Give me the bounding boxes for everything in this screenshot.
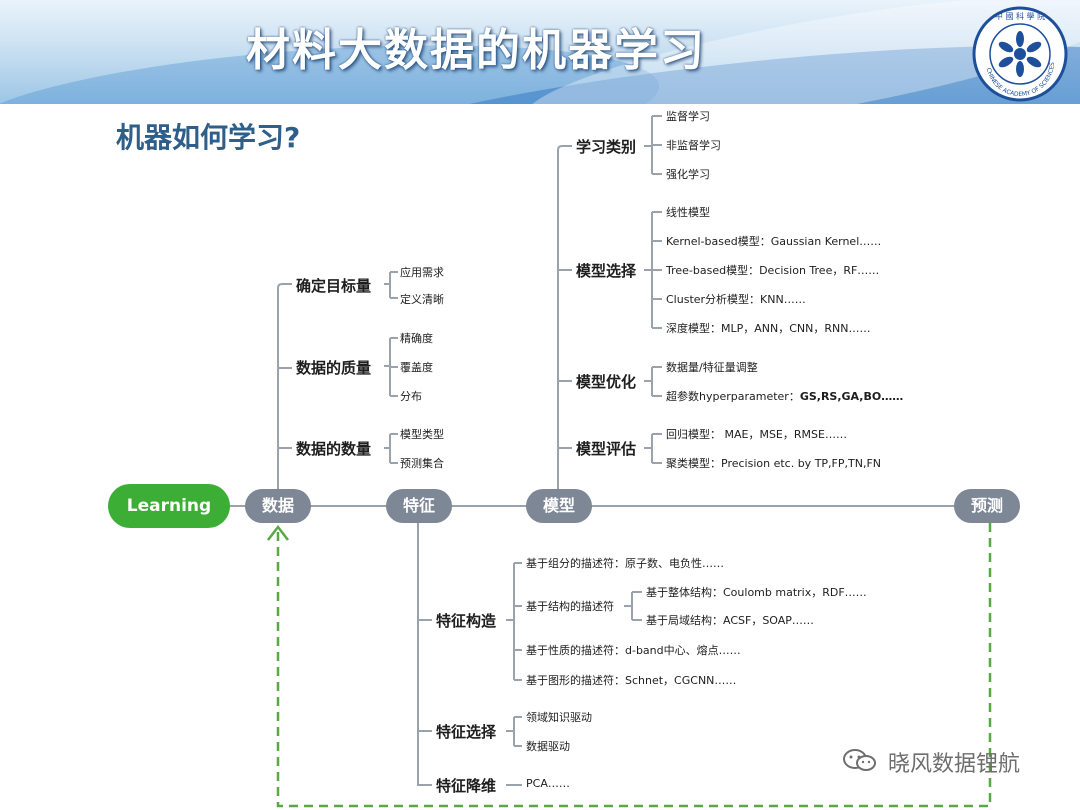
leaf-label: 非监督学习 xyxy=(666,139,721,152)
leaf-label: 强化学习 xyxy=(666,168,710,181)
branch-label: 模型评估 xyxy=(576,440,637,458)
data-trunk xyxy=(277,283,292,489)
leaf-label: 监督学习 xyxy=(666,110,710,123)
leaf-label: 定义清晰 xyxy=(400,293,444,306)
predict-node: 预测 xyxy=(954,489,1020,523)
leaf-label: 基于整体结构：Coulomb matrix，RDF…… xyxy=(646,586,867,599)
leaf-label: 基于组分的描述符：原子数、电负性…… xyxy=(526,557,724,570)
branch-label: 特征构造 xyxy=(436,612,497,630)
leaf-label: 超参数hyperparameter：GS,RS,GA,BO…… xyxy=(666,388,903,404)
leaf-label: 数据量/特征量调整 xyxy=(666,361,758,374)
model-node: 模型 xyxy=(526,489,592,523)
feedback-arrowhead xyxy=(267,524,289,541)
leaf-label: 数据驱动 xyxy=(526,740,570,753)
logo-text: 中 國 科 學 院 xyxy=(995,11,1045,21)
leaf-label: 应用需求 xyxy=(400,266,444,279)
leaf-label: 基于性质的描述符：d-band中心、熔点…… xyxy=(526,644,741,657)
feature-node: 特征 xyxy=(386,489,452,523)
branch-label: 模型选择 xyxy=(576,262,637,280)
branch-label: 模型优化 xyxy=(576,373,637,391)
watermark: 晓风数据锂航 xyxy=(846,746,1020,778)
leaf-label-prefix: 超参数hyperparameter： xyxy=(666,390,800,403)
branch-label: 学习类别 xyxy=(576,138,637,156)
section-subtitle: 机器如何学习? xyxy=(116,121,301,154)
leaf-label-bold: GS,RS,GA,BO…… xyxy=(799,390,904,403)
wechat-icon xyxy=(843,749,876,771)
learning-node: Learning xyxy=(108,484,230,528)
leaf-label: 回归模型： MAE，MSE，RMSE…… xyxy=(666,428,847,441)
leaf-label: 精确度 xyxy=(400,332,433,345)
leaf-label: Tree-based模型：Decision Tree，RF…… xyxy=(666,264,880,277)
cas-logo: 中 國 科 學 院 CHINESE ACADEMY OF SCIENCES xyxy=(972,6,1068,102)
leaf-label: 预测集合 xyxy=(400,457,444,470)
leaf-label: 模型类型 xyxy=(400,428,444,441)
leaf-label: Cluster分析模型：KNN…… xyxy=(666,293,806,306)
leaf-label: 聚类模型：Precision etc. by TP,FP,TN,FN xyxy=(666,457,881,470)
feedback-loop xyxy=(276,523,992,808)
branch-label: 数据的质量 xyxy=(296,359,372,377)
branch-label: 数据的数量 xyxy=(296,440,372,458)
leaf-label: PCA…… xyxy=(526,777,570,790)
feature-trunk xyxy=(417,523,432,786)
branch-label: 特征降维 xyxy=(436,777,497,795)
leaf-label: 基于图形的描述符：Schnet，CGCNN…… xyxy=(526,674,737,687)
leaf-label: 领域知识驱动 xyxy=(526,711,592,724)
leaf-label: 基于局域结构：ACSF，SOAP…… xyxy=(646,614,814,627)
watermark-text: 晓风数据锂航 xyxy=(888,752,1021,777)
leaf-label: Kernel-based模型：Gaussian Kernel…… xyxy=(666,235,882,248)
leaf-label: 线性模型 xyxy=(666,206,710,219)
leaf-label: 覆盖度 xyxy=(400,361,433,374)
leaf-label: 深度模型：MLP，ANN，CNN，RNN…… xyxy=(666,322,871,335)
leaf-label: 基于结构的描述符 xyxy=(526,600,614,613)
branch-label: 确定目标量 xyxy=(296,277,372,295)
model-trunk xyxy=(557,145,572,489)
data-node: 数据 xyxy=(245,489,311,523)
header-banner: 材料大数据的机器学习 中 國 科 學 院 CHINESE ACADEMY OF … xyxy=(0,0,1080,104)
slide-title: 材料大数据的机器学习 xyxy=(246,25,706,76)
leaf-label: 分布 xyxy=(400,390,422,403)
branch-label: 特征选择 xyxy=(436,723,497,741)
